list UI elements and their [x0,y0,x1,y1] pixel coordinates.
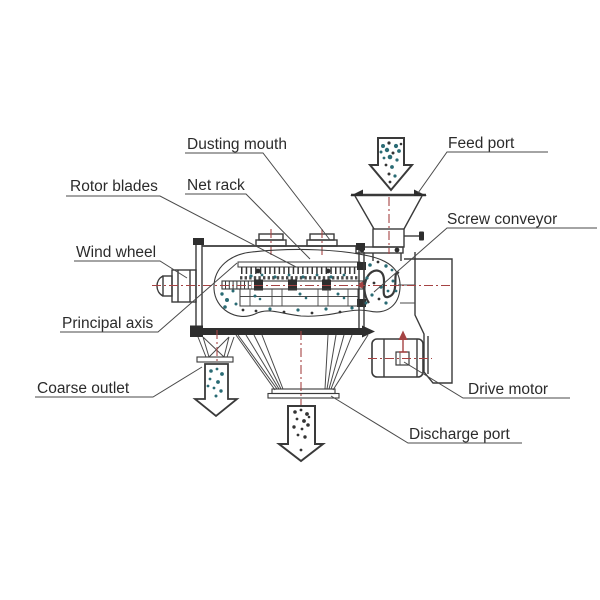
leader-principal-axis [60,262,238,333]
leader-discharge-port [330,395,522,444]
label-feed-port: Feed port [448,135,515,152]
hopper-bolt-knob [419,231,424,241]
label-coarse-outlet: Coarse outlet [37,380,130,397]
callout-leaders [35,151,597,444]
label-wind-wheel: Wind wheel [76,244,156,261]
label-dusting-mouth: Dusting mouth [187,136,287,153]
machine-body [190,238,415,338]
leader-drive-motor [403,361,570,399]
chamber-interior [213,248,401,317]
feed-arrow [367,137,415,192]
leader-rotor-blades [66,195,297,268]
leader-dusting-mouth [185,152,331,241]
leader-net-rack [185,193,311,260]
label-discharge-port: Discharge port [409,426,510,443]
screw-coil [363,269,400,304]
discharge-arrow [276,405,326,463]
coarse-outlet-part [192,330,240,418]
label-rotor-blades: Rotor blades [70,178,158,195]
drive-motor-part [368,330,432,378]
leader-coarse-outlet [35,366,203,398]
feed-particles [379,141,403,184]
chamber-particles [220,260,398,315]
motor-up-arrow [398,330,408,353]
leader-feed-port [417,151,548,194]
leader-wind-wheel [74,260,188,279]
discharge-cone [235,331,369,406]
label-drive-motor: Drive motor [468,381,548,398]
leader-screw-conveyor [373,227,597,293]
label-net-rack: Net rack [187,177,245,194]
callout-labels: Dusting mouth Feed port Rotor blades Net… [37,135,557,443]
label-principal-axis: Principal axis [62,315,154,332]
coarse-particles [206,367,224,398]
base-bar [192,328,364,335]
discharge-particles [292,408,311,452]
label-screw-conveyor: Screw conveyor [447,211,557,228]
